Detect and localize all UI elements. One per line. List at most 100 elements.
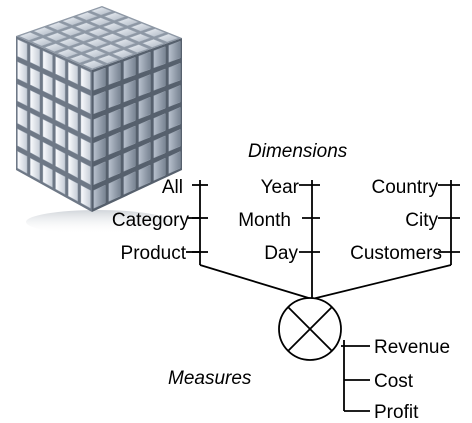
cube-block bbox=[102, 22, 125, 32]
cube-block bbox=[55, 171, 66, 195]
cube-block bbox=[87, 27, 110, 37]
level-year: Year bbox=[261, 177, 300, 198]
cube-block bbox=[116, 17, 140, 27]
cube-block bbox=[69, 54, 92, 64]
cube-block bbox=[42, 96, 53, 119]
cube-block bbox=[108, 85, 121, 109]
level-city: City bbox=[405, 210, 438, 231]
cube-block bbox=[93, 114, 106, 138]
cube-block bbox=[168, 129, 181, 152]
cube-block bbox=[18, 32, 41, 41]
cube-block bbox=[17, 128, 28, 152]
cube-block bbox=[153, 157, 166, 181]
cube-block bbox=[71, 43, 94, 53]
dimension-connectors bbox=[199, 264, 452, 300]
cube-block bbox=[98, 44, 122, 53]
product-hierarchy: All Category Product bbox=[112, 177, 208, 265]
cube-block bbox=[80, 90, 91, 115]
level-day: Day bbox=[264, 243, 298, 264]
cube-block bbox=[29, 67, 41, 90]
time-hierarchy: Year Month Day bbox=[238, 177, 320, 265]
cube-block bbox=[168, 40, 181, 63]
measures-heading: Measures bbox=[168, 368, 252, 389]
cube-block bbox=[47, 22, 70, 31]
cube-block bbox=[29, 157, 41, 181]
cube-block bbox=[84, 49, 107, 58]
cube-block bbox=[17, 39, 28, 62]
cube-block bbox=[156, 33, 180, 43]
cube-block bbox=[58, 38, 81, 47]
cube-block bbox=[31, 37, 54, 47]
measure-profit: Profit bbox=[374, 402, 419, 423]
cube-block bbox=[115, 28, 138, 37]
cube-block bbox=[67, 108, 79, 132]
cube-block bbox=[93, 161, 106, 186]
cube-block bbox=[93, 91, 106, 115]
cube-block bbox=[123, 125, 136, 149]
cube-block bbox=[168, 85, 181, 108]
cube-block bbox=[168, 107, 181, 130]
level-customers: Customers bbox=[350, 243, 442, 264]
cube-block bbox=[42, 50, 53, 73]
cube-block bbox=[85, 38, 109, 48]
cube-block bbox=[129, 23, 153, 32]
cube-block bbox=[67, 177, 79, 202]
cube-block bbox=[128, 33, 152, 43]
cube-block bbox=[81, 60, 105, 69]
cube-block bbox=[141, 38, 165, 48]
cube-block bbox=[80, 161, 91, 186]
cube-block bbox=[103, 12, 127, 21]
cube-block bbox=[42, 73, 53, 96]
cube-block bbox=[42, 164, 53, 188]
cube-block bbox=[123, 57, 136, 80]
cube-block bbox=[80, 114, 91, 138]
cube-block bbox=[108, 131, 121, 155]
cube-block bbox=[73, 33, 96, 42]
cube-block bbox=[56, 48, 79, 58]
cube-block bbox=[138, 51, 151, 74]
dimensions-heading: Dimensions bbox=[248, 141, 348, 162]
cube-block bbox=[138, 96, 151, 120]
measure-cost: Cost bbox=[374, 371, 414, 392]
cube-block bbox=[42, 141, 53, 165]
cube-block bbox=[55, 79, 66, 102]
cube-block bbox=[168, 62, 181, 85]
cube-block bbox=[17, 150, 28, 174]
cube-block bbox=[80, 67, 91, 91]
cube-block bbox=[67, 154, 79, 179]
cube-block bbox=[108, 108, 121, 132]
cube-block bbox=[108, 178, 121, 202]
cube-block bbox=[60, 27, 83, 37]
cube-block bbox=[17, 61, 28, 84]
cube-block bbox=[123, 148, 136, 172]
cube-block bbox=[93, 184, 106, 209]
cube-block bbox=[29, 44, 41, 68]
cube-block bbox=[45, 32, 68, 42]
level-category: Category bbox=[112, 210, 190, 231]
cube-block bbox=[29, 89, 41, 113]
cube-block bbox=[108, 62, 121, 85]
cube-block bbox=[32, 27, 55, 36]
cube-block bbox=[74, 22, 97, 31]
cube-block bbox=[55, 125, 66, 149]
cube-block bbox=[111, 49, 135, 59]
cube-block bbox=[29, 112, 41, 136]
level-all: All bbox=[162, 177, 183, 198]
cube-block bbox=[108, 154, 121, 179]
level-product: Product bbox=[121, 243, 187, 264]
cube-block bbox=[138, 119, 151, 143]
cube-block bbox=[153, 68, 166, 91]
geography-hierarchy: Country City Customers bbox=[350, 177, 460, 265]
cube-block bbox=[55, 56, 66, 79]
measures-list: Revenue Cost Profit bbox=[341, 337, 450, 423]
cube-block bbox=[17, 83, 28, 107]
cube-block bbox=[123, 102, 136, 126]
level-month: Month bbox=[238, 210, 291, 231]
cube-block bbox=[100, 33, 124, 42]
cube-block bbox=[143, 28, 167, 37]
cube-block bbox=[168, 151, 181, 174]
cube-block bbox=[138, 142, 151, 165]
circle-cross-icon bbox=[278, 297, 342, 361]
cube-block bbox=[123, 171, 136, 195]
